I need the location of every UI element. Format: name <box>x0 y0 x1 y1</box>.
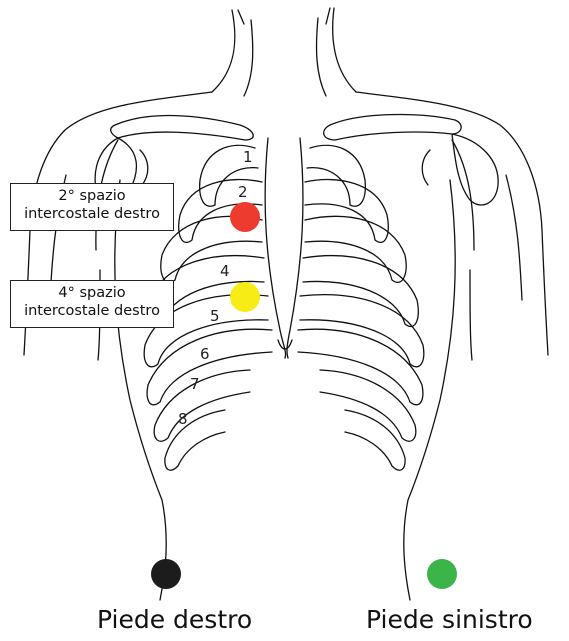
clavicle-left <box>324 115 461 140</box>
electrode-yellow <box>230 282 260 312</box>
callout-4th-intercostal: 4° spazio intercostale destro <box>10 280 174 328</box>
callout-line: intercostale destro <box>15 205 169 223</box>
rib-right <box>147 329 272 405</box>
shoulder-joint <box>140 150 430 185</box>
clavicle-right <box>111 116 253 140</box>
neck-outline <box>244 20 253 96</box>
rib-left <box>305 216 406 282</box>
rib-number-4: 4 <box>220 262 230 280</box>
rib-left <box>320 370 416 441</box>
callout-line: 2° spazio <box>15 187 169 205</box>
callout-line: intercostale destro <box>15 302 169 320</box>
body-outline-left <box>356 92 548 355</box>
sternum <box>265 138 303 358</box>
neck-outline <box>212 10 235 92</box>
rib-right <box>154 370 250 441</box>
label-left-foot: Piede sinistro <box>366 605 533 634</box>
electrode-red <box>230 202 260 232</box>
neck-outline <box>317 18 326 96</box>
callout-line: 4° spazio <box>15 284 169 302</box>
electrode-black <box>151 559 181 589</box>
neck-outline <box>333 8 356 92</box>
rib-number-8: 8 <box>178 410 188 428</box>
rib-left <box>298 329 423 405</box>
rib-number-6: 6 <box>200 345 210 363</box>
rib-left <box>345 410 405 470</box>
callout-2nd-intercostal: 2° spazio intercostale destro <box>10 183 174 231</box>
rib-number-2: 2 <box>238 183 248 201</box>
rib-left <box>307 145 365 206</box>
torso-outline <box>404 180 455 600</box>
torso-outline <box>115 180 166 600</box>
rib-left <box>300 295 424 367</box>
rib-number-7: 7 <box>190 375 200 393</box>
rib-number-1: 1 <box>243 148 253 166</box>
shoulder-joint <box>452 134 498 205</box>
arm-line <box>452 140 522 360</box>
rib-number-5: 5 <box>210 307 220 325</box>
rib-right <box>165 410 225 470</box>
label-right-foot: Piede destro <box>97 605 252 634</box>
electrode-green <box>427 559 457 589</box>
